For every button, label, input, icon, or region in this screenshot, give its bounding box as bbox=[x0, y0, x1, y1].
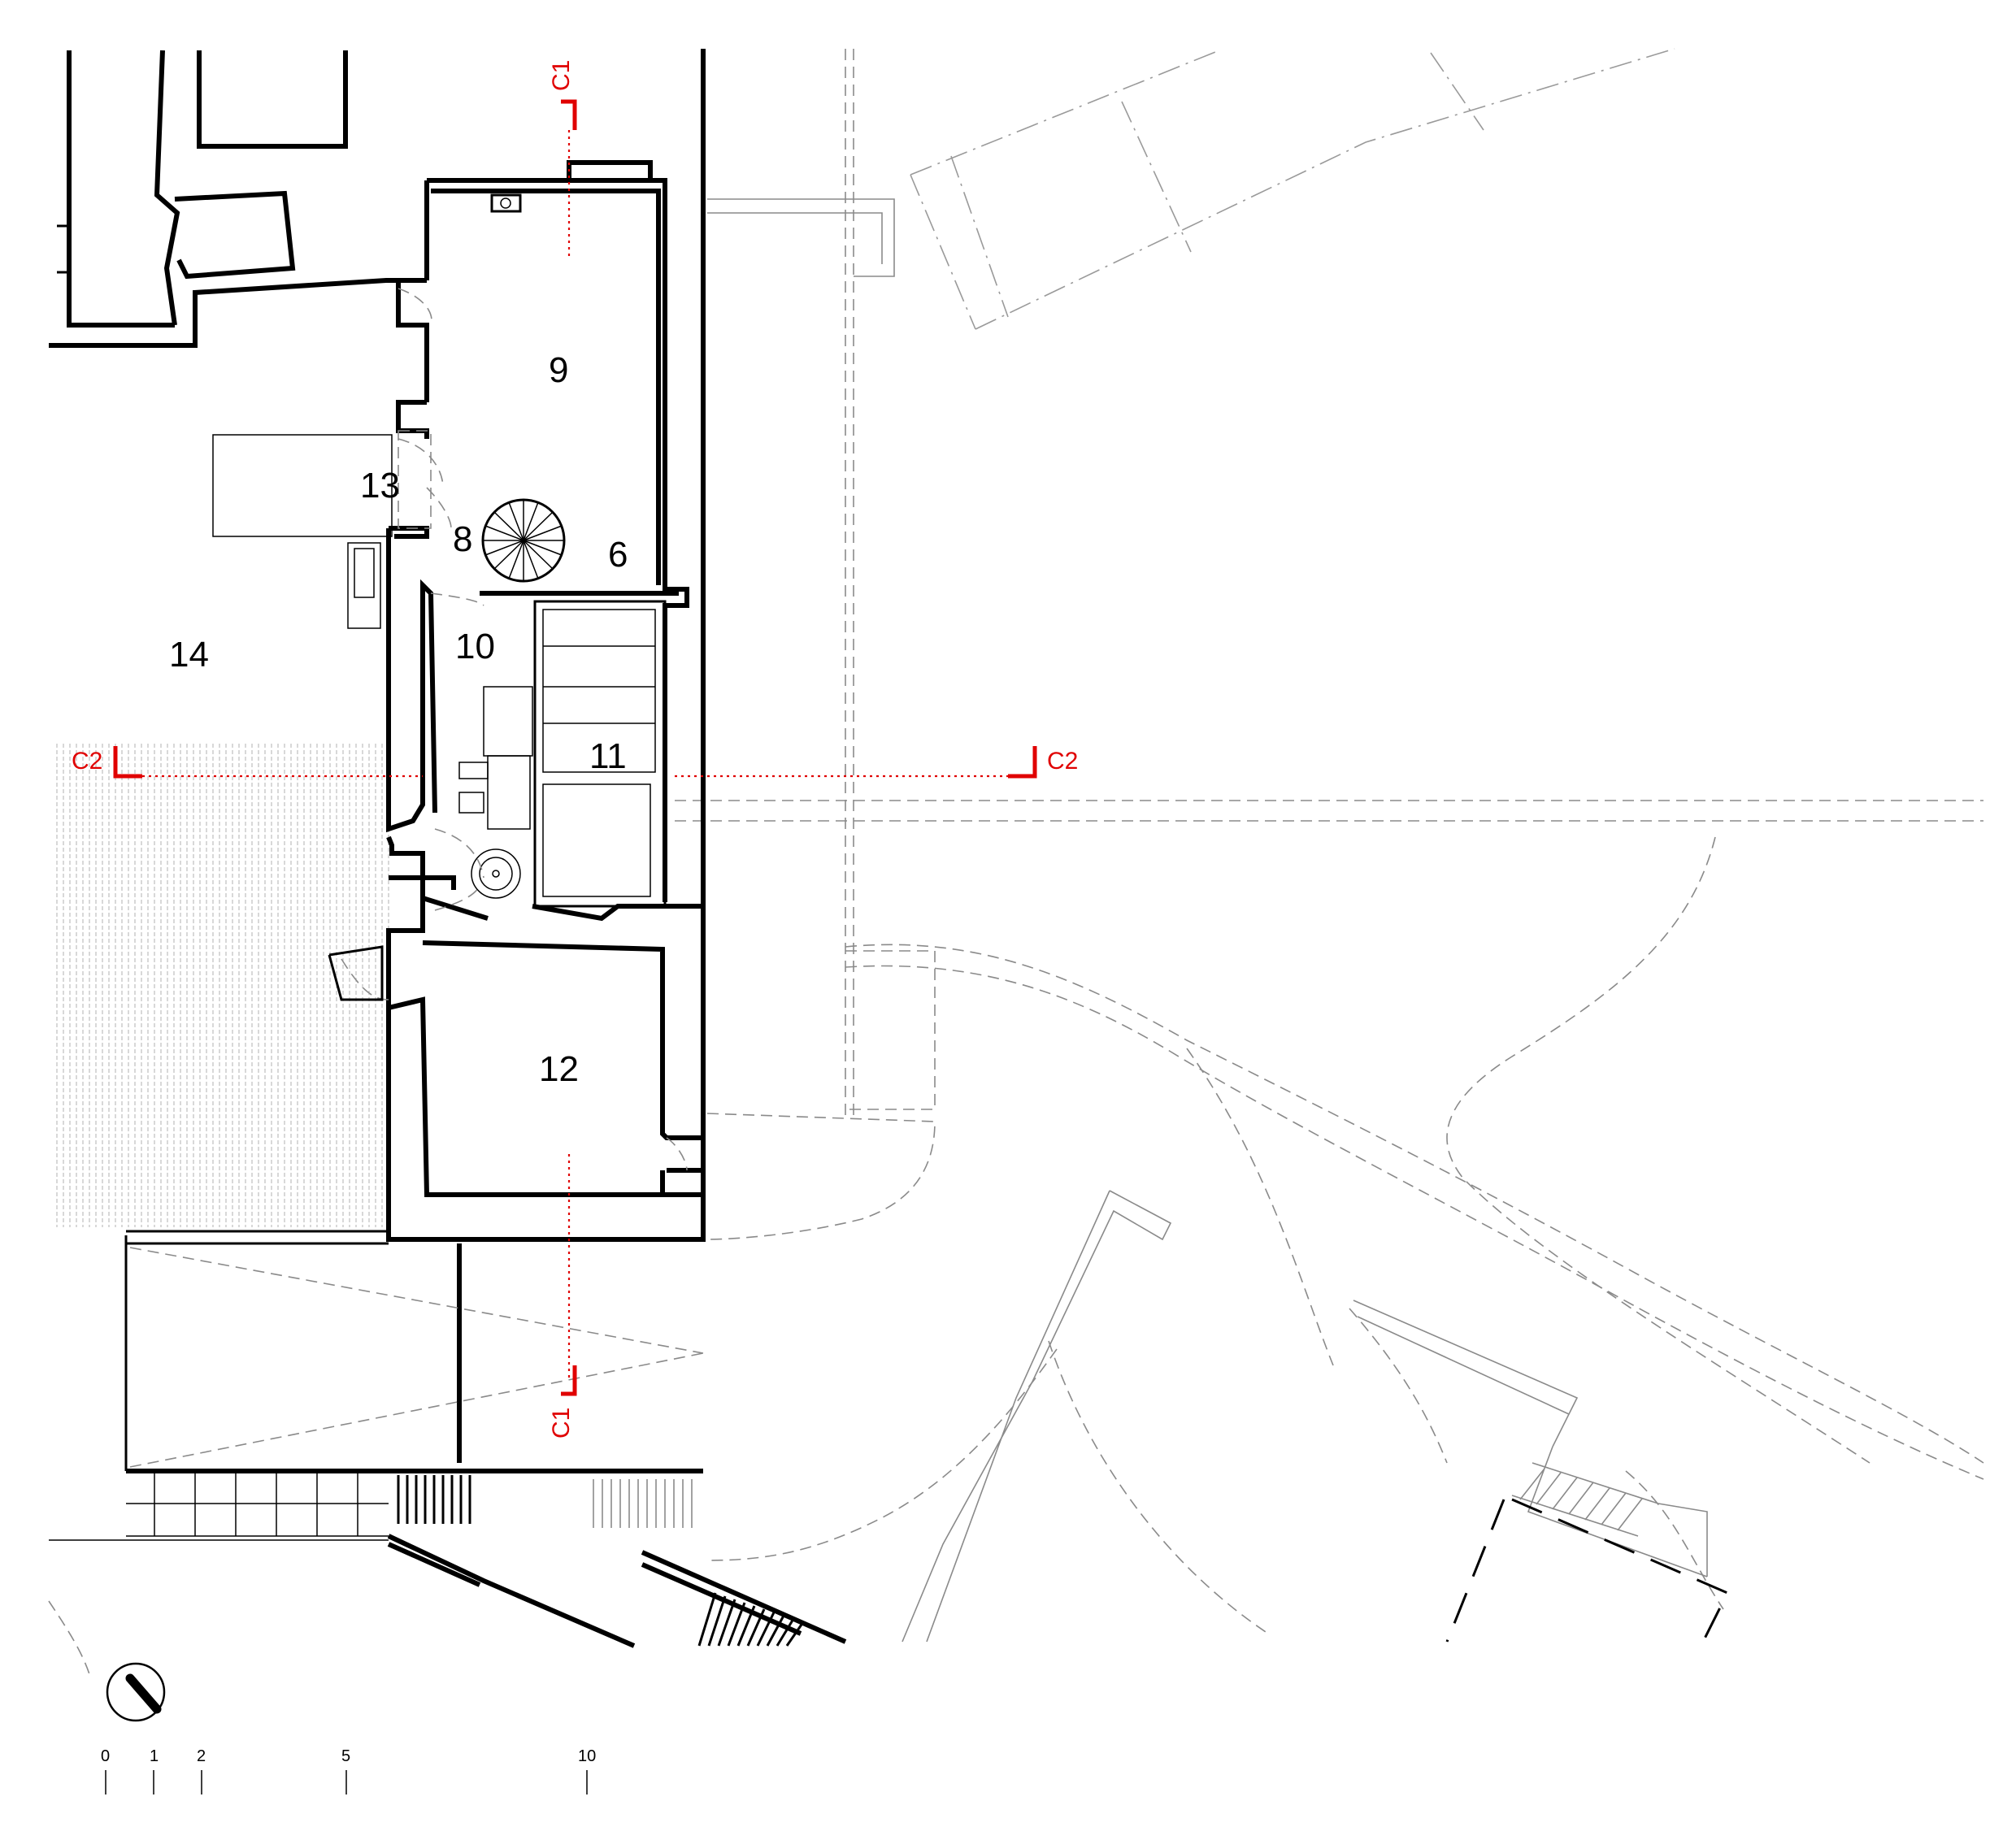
scale-tick-2: 2 bbox=[197, 1747, 206, 1765]
terrace-hatching bbox=[56, 744, 389, 1227]
stair-tread bbox=[766, 1615, 785, 1647]
section-c2-right-marker bbox=[1008, 746, 1037, 779]
entry-stairs bbox=[397, 1475, 805, 1647]
section-markers: C1 C1 C2 C2 bbox=[72, 60, 1078, 1439]
building-walls bbox=[49, 49, 847, 1648]
section-c2-left-label: C2 bbox=[72, 748, 102, 775]
room-label-8: 8 bbox=[453, 519, 472, 559]
stair-tread bbox=[707, 1595, 727, 1647]
stair-tread bbox=[736, 1605, 756, 1647]
section-c1-top-label: C1 bbox=[548, 60, 575, 91]
room-11-fittings bbox=[434, 600, 667, 911]
scale-bar: 0 1 2 5 10 bbox=[101, 1747, 596, 1794]
section-c1-bottom-label: C1 bbox=[548, 1408, 575, 1439]
section-c1-bottom-marker bbox=[561, 1365, 577, 1396]
scale-tick-1: 1 bbox=[150, 1747, 159, 1765]
context-lines-upper-right bbox=[910, 48, 1675, 330]
stair-tread bbox=[776, 1618, 795, 1647]
north-arrow-icon bbox=[106, 1662, 166, 1722]
projected-outline-dashed bbox=[1445, 1498, 1730, 1643]
room-label-9: 9 bbox=[549, 350, 568, 390]
stove-icon bbox=[490, 193, 522, 213]
room-labels: 9 13 8 6 10 14 11 12 bbox=[169, 350, 628, 1089]
scale-tick-10: 10 bbox=[578, 1747, 596, 1765]
room-label-6: 6 bbox=[608, 535, 628, 575]
door-swings bbox=[328, 288, 688, 1171]
stair-tread bbox=[746, 1608, 766, 1647]
stair-tread bbox=[727, 1602, 746, 1647]
section-c1-top-marker bbox=[561, 99, 577, 130]
porch-paving bbox=[49, 1247, 704, 1541]
stair-tread bbox=[785, 1621, 805, 1647]
room-label-13: 13 bbox=[360, 466, 400, 506]
context-landscape-lines bbox=[48, 836, 1984, 1675]
scale-tick-5: 5 bbox=[341, 1747, 350, 1765]
section-c2-right-label: C2 bbox=[1047, 748, 1078, 775]
scale-tick-0: 0 bbox=[101, 1747, 110, 1765]
room-label-14: 14 bbox=[169, 635, 209, 675]
section-c2-left-marker bbox=[113, 746, 142, 779]
room-label-10: 10 bbox=[455, 627, 495, 666]
stair-tread bbox=[756, 1612, 776, 1647]
spiral-stair-icon bbox=[481, 498, 566, 583]
stair-tread bbox=[717, 1599, 736, 1647]
furniture-outline bbox=[212, 434, 393, 629]
room-label-11: 11 bbox=[589, 736, 627, 776]
stair-tread bbox=[697, 1592, 717, 1647]
context-stairs-right bbox=[1511, 1462, 1708, 1577]
context-street-edge bbox=[675, 49, 1983, 1122]
room-label-12: 12 bbox=[539, 1049, 579, 1089]
